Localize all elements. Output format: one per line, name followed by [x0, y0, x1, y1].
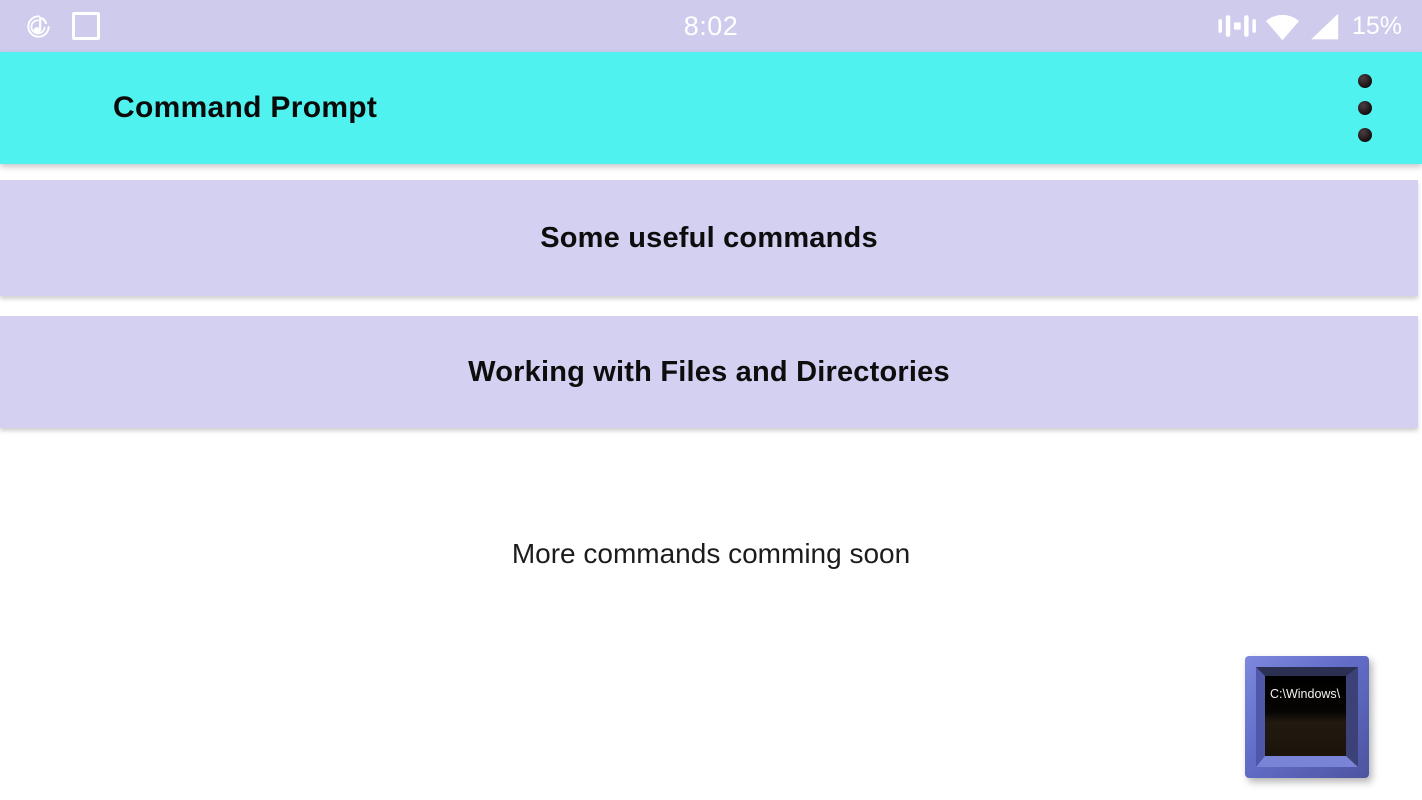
status-bar-left-icons	[22, 10, 100, 43]
overflow-menu-button[interactable]	[1352, 68, 1378, 148]
battery-percent-text: 15%	[1351, 11, 1402, 40]
more-options-icon	[1358, 101, 1372, 115]
app-bar: Command Prompt	[0, 52, 1422, 164]
status-bar-clock: 8:02	[683, 10, 739, 41]
command-prompt-app-icon[interactable]: C:\Windows\	[1245, 656, 1369, 778]
more-options-icon	[1358, 74, 1372, 88]
wifi-icon	[1265, 14, 1299, 40]
music-notification-icon	[27, 14, 50, 38]
menu-button-label: Some useful commands	[540, 221, 878, 254]
status-bar-right-icons: 15%	[1218, 11, 1402, 41]
menu-button-working-with-files-and-directories[interactable]: Working with Files and Directories	[0, 316, 1418, 428]
command-prompt-icon-frame: C:\Windows\	[1256, 667, 1358, 767]
status-bar: 8:02 15%	[0, 0, 1422, 52]
command-prompt-icon-text: C:\Windows\	[1270, 687, 1341, 701]
screenshot-notification-icon	[72, 12, 100, 40]
menu-button-label: Working with Files and Directories	[468, 355, 950, 388]
page-title: Command Prompt	[113, 91, 378, 124]
more-options-icon	[1358, 128, 1372, 142]
menu-button-some-useful-commands[interactable]: Some useful commands	[0, 180, 1418, 296]
coming-soon-text: More commands comming soon	[511, 538, 911, 569]
cellular-signal-icon	[1311, 13, 1339, 39]
vibrate-icon	[1218, 15, 1256, 37]
command-prompt-icon-screen: C:\Windows\	[1265, 676, 1346, 756]
